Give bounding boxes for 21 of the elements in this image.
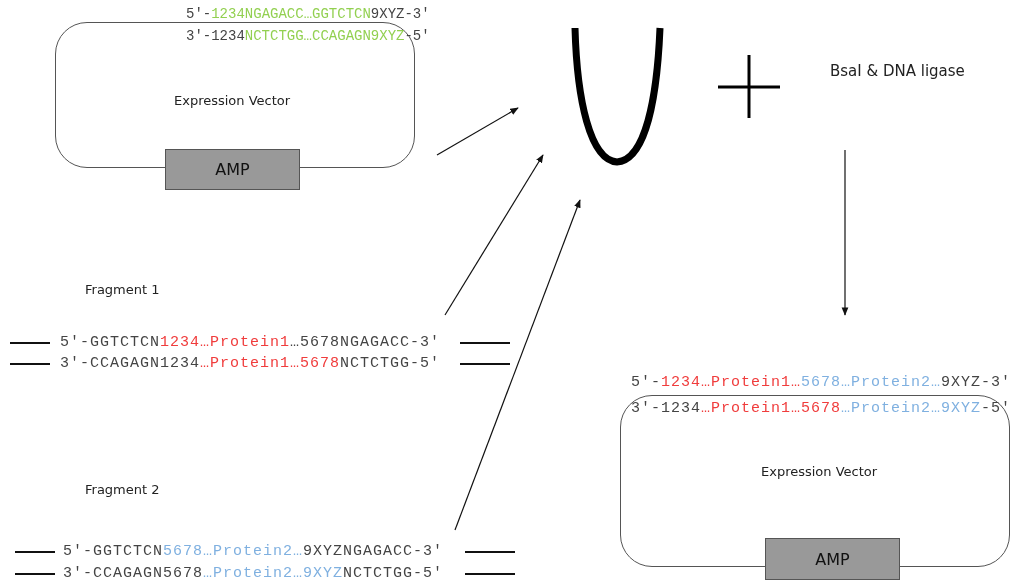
arrow xyxy=(444,154,544,316)
fragment-label: Fragment 1 xyxy=(85,282,160,297)
dna-sequence: 5′-GGTCTCN1234…Protein1…5678NGAGACC-3′ xyxy=(60,334,441,352)
gene-box xyxy=(765,538,900,580)
dna-sequence: 5′-GGTCTCN5678…Protein2…9XYZNGAGACC-3′ xyxy=(63,543,444,561)
fragment-label: Fragment 2 xyxy=(85,482,160,497)
dna-sequence: 5′-1234NGAGACC…GGTCTCN9XYZ-3′ xyxy=(186,5,430,23)
gene-label: AMP xyxy=(815,549,850,569)
enzyme-label: BsaI & DNA ligase xyxy=(830,62,965,80)
dna-sequence: 3′-1234…Protein1…5678…Protein2…9XYZ-5′ xyxy=(631,400,1012,418)
vector-label: Expression Vector xyxy=(761,464,878,479)
dna-sequence: 3′-CCAGAGN5678…Protein2…9XYZNCTCTGG-5′ xyxy=(63,565,444,583)
gene-box xyxy=(165,149,300,190)
arrow xyxy=(454,199,581,531)
dna-sequence: 5′-1234…Protein1…5678…Protein2…9XYZ-3′ xyxy=(631,374,1012,392)
arrow xyxy=(436,107,519,156)
gene-label: AMP xyxy=(215,160,250,179)
vector-label: Expression Vector xyxy=(174,93,291,108)
dna-sequence: 3′-CCAGAGN1234…Protein1…5678NCTCTGG-5′ xyxy=(60,355,441,373)
arrow xyxy=(841,149,849,316)
dna-sequence: 3′-1234NCTCTGG…CCAGAGN9XYZ-5′ xyxy=(186,27,430,45)
